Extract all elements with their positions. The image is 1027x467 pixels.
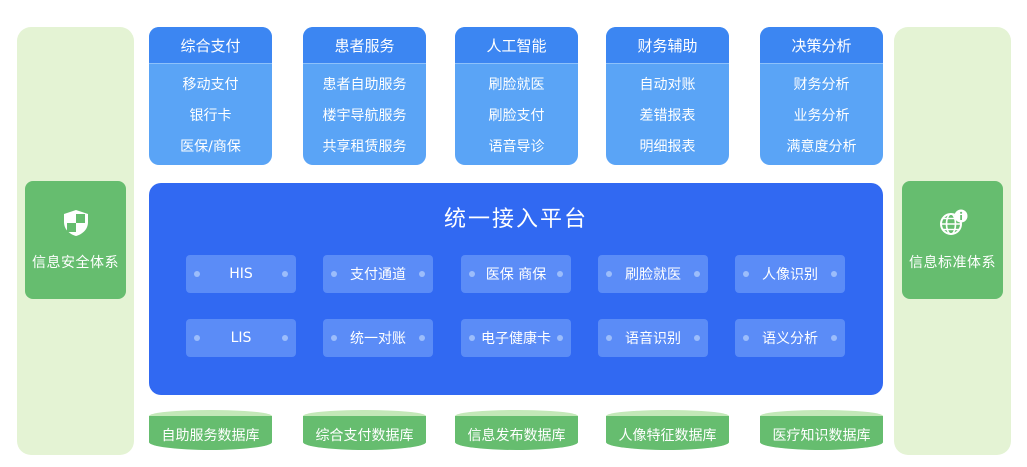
module-label: 医保 商保 [485,267,547,283]
category-title: 综合支付 [149,27,272,64]
dot-icon [194,271,200,277]
dot-icon [606,335,612,341]
dot-icon [469,271,475,277]
module-label: LIS [230,330,252,346]
category-title: 财务辅助 [606,27,729,64]
left-side-panel: 信息安全体系 [17,27,134,455]
dot-icon [419,271,425,277]
shield-icon [63,210,88,236]
module-lis: LIS [186,319,296,357]
dot-icon [743,335,749,341]
module-his: HIS [186,255,296,293]
module-face-recognition: 人像识别 [735,255,845,293]
category-item: 满意度分析 [786,138,857,155]
category-item: 银行卡 [189,107,232,124]
module-label: 语义分析 [762,331,818,347]
module-face-medical: 刷脸就医 [598,255,708,293]
category-item: 差错报表 [639,107,696,124]
category-item: 刷脸支付 [488,107,545,124]
category-item: 患者自助服务 [322,76,407,93]
module-label: 统一对账 [350,331,406,347]
category-item: 医保/商保 [180,138,241,155]
category-item: 共享租赁服务 [322,138,407,155]
info-security-label: 信息安全体系 [32,255,119,271]
category-title: 人工智能 [455,27,578,64]
dot-icon [331,271,337,277]
category-item: 楼宇导航服务 [322,107,407,124]
database-medical-knowledge: 医疗知识数据库 [760,410,883,454]
category-decision: 决策分析 财务分析 业务分析 满意度分析 [760,27,883,165]
database-payment: 综合支付数据库 [303,410,426,454]
module-label: 人像识别 [762,267,818,283]
dot-icon [831,271,837,277]
dot-icon [606,271,612,277]
database-label: 信息发布数据库 [455,416,578,450]
info-security-card: 信息安全体系 [25,181,126,299]
module-label: 电子健康卡 [481,331,551,347]
database-face-features: 人像特征数据库 [606,410,729,454]
category-item: 明细报表 [639,138,696,155]
dot-icon [282,271,288,277]
info-standard-card: 信息标准体系 [902,181,1003,299]
module-label: 刷脸就医 [625,267,681,283]
module-label: 支付通道 [350,267,406,283]
module-insurance: 医保 商保 [461,255,571,293]
category-item: 语音导诊 [488,138,545,155]
database-label: 自助服务数据库 [149,416,272,450]
category-ai: 人工智能 刷脸就医 刷脸支付 语音导诊 [455,27,578,165]
category-item: 移动支付 [182,76,239,93]
category-finance: 财务辅助 自动对账 差错报表 明细报表 [606,27,729,165]
category-patient-service: 患者服务 患者自助服务 楼宇导航服务 共享租赁服务 [303,27,426,165]
database-info-release: 信息发布数据库 [455,410,578,454]
dot-icon [194,335,200,341]
category-item: 财务分析 [793,76,850,93]
dot-icon [282,335,288,341]
module-label: 语音识别 [625,331,681,347]
dot-icon [743,271,749,277]
category-title: 患者服务 [303,27,426,64]
module-health-card: 电子健康卡 [461,319,571,357]
dot-icon [557,271,563,277]
platform-title: 统一接入平台 [443,207,588,232]
module-payment-channel: 支付通道 [323,255,433,293]
category-title: 决策分析 [760,27,883,64]
module-semantic-analysis: 语义分析 [735,319,845,357]
category-payment: 综合支付 移动支付 银行卡 医保/商保 [149,27,272,165]
dot-icon [694,271,700,277]
right-side-panel: 信息标准体系 [894,27,1011,455]
dot-icon [557,335,563,341]
info-standard-label: 信息标准体系 [909,255,996,271]
category-item: 自动对账 [639,76,696,93]
dot-icon [831,335,837,341]
dot-icon [419,335,425,341]
globe-info-icon [939,209,967,235]
module-label: HIS [229,266,253,282]
dot-icon [469,335,475,341]
database-label: 医疗知识数据库 [760,416,883,450]
category-item: 业务分析 [793,107,850,124]
database-label: 综合支付数据库 [303,416,426,450]
unified-access-platform: 统一接入平台 HIS 支付通道 医保 商保 刷脸就医 人像识别 LIS 统一对账… [149,183,883,395]
database-label: 人像特征数据库 [606,416,729,450]
dot-icon [694,335,700,341]
dot-icon [331,335,337,341]
database-self-service: 自助服务数据库 [149,410,272,454]
module-speech-recognition: 语音识别 [598,319,708,357]
category-item: 刷脸就医 [488,76,545,93]
module-reconciliation: 统一对账 [323,319,433,357]
